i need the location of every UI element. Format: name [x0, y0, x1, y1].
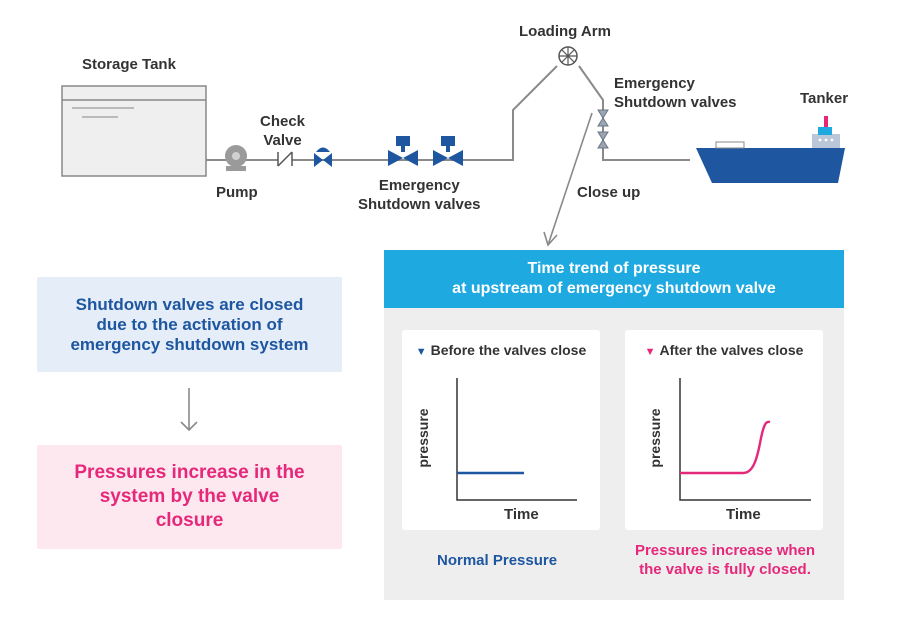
before-ylabel: pressure [415, 408, 431, 468]
esd-valve-icon [433, 136, 463, 166]
esd-valve-icon [388, 136, 418, 166]
esd-valve-arm-icon [597, 109, 609, 149]
pump-label: Pump [216, 184, 258, 201]
check-valve-icon [277, 151, 293, 167]
panel-title: Time trend of pressure at upstream of em… [452, 260, 776, 297]
pressure-increase-note: Pressures increase when the valve is ful… [634, 542, 816, 578]
pipeline [206, 65, 690, 161]
cause-box: Shutdown valves are closed due to the ac… [37, 277, 342, 372]
normal-pressure-note: Normal Pressure [437, 552, 558, 569]
loading-arm-icon [558, 46, 578, 66]
after-ylabel: pressure [647, 408, 663, 468]
panel-header: Time trend of pressure at upstream of em… [384, 250, 844, 308]
after-card-title: ▼After the valves close [644, 342, 804, 358]
tanker-ship-icon [696, 116, 845, 183]
effect-box: Pressures increase in the system by the … [37, 445, 342, 549]
before-card: ▼Before the valves close pressure Time [402, 330, 600, 530]
down-arrow-icon [180, 388, 198, 432]
after-xlabel: Time [726, 506, 761, 523]
gate-valve-icon [314, 147, 332, 167]
after-plot [679, 378, 811, 501]
esd-valves-label: Emergency Shutdown valves [358, 177, 481, 213]
after-card: ▼After the valves close pressure Time [625, 330, 823, 530]
storage-tank-label: Storage Tank [82, 56, 176, 73]
before-plot [456, 378, 577, 501]
triangle-down-icon: ▼ [644, 346, 656, 358]
storage-tank [61, 85, 207, 177]
tanker-label: Tanker [800, 90, 849, 107]
effect-text: Pressures increase in the system by the … [74, 462, 305, 531]
cause-text: Shutdown valves are closed due to the ac… [70, 294, 309, 354]
before-xlabel: Time [504, 506, 539, 523]
close-up-arrow [543, 112, 593, 247]
before-card-title: ▼Before the valves close [415, 342, 587, 358]
loading-arm-label: Loading Arm [519, 23, 611, 40]
close-up-label: Close up [577, 184, 641, 201]
after-axes [679, 378, 811, 501]
esd-valves-arm-label: Emergency Shutdown valves [614, 75, 737, 111]
pump-icon [225, 145, 247, 171]
check-valve-label: Check Valve [260, 113, 306, 149]
pressure-trend-panel: Time trend of pressure at upstream of em… [384, 250, 844, 600]
before-axes [456, 378, 577, 501]
after-pressure-line [680, 420, 771, 475]
triangle-down-icon: ▼ [415, 346, 427, 358]
